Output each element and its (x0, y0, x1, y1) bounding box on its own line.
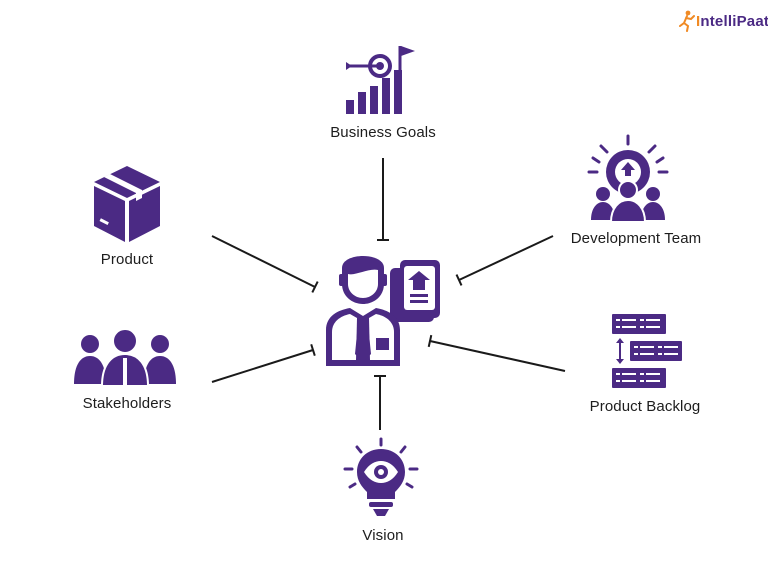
label-business-goals: Business Goals (330, 124, 436, 141)
connector-business-goals (377, 158, 389, 241)
connector-vision (374, 375, 386, 430)
label-stakeholders: Stakeholders (82, 395, 172, 412)
person-with-document-icon (326, 256, 440, 366)
team-gear-icon (587, 134, 669, 223)
backlog-list-icon (612, 314, 682, 388)
label-product-backlog: Product Backlog (589, 398, 701, 415)
box-icon (94, 166, 160, 242)
people-group-icon (74, 328, 176, 386)
label-development-team: Development Team (570, 230, 702, 247)
connector-product (211, 235, 319, 293)
bulb-eye-icon (343, 437, 419, 516)
intellipaat-logo: IntelliPaat (678, 8, 768, 34)
brand-name: IntelliPaat (696, 12, 768, 30)
connector-development-team (455, 235, 554, 286)
connector-stakeholders (211, 343, 316, 383)
label-product: Product (100, 251, 154, 268)
label-vision: Vision (362, 527, 404, 544)
runner-icon (679, 10, 695, 32)
connector-product-backlog (427, 334, 566, 372)
target-growth-icon (346, 46, 415, 114)
